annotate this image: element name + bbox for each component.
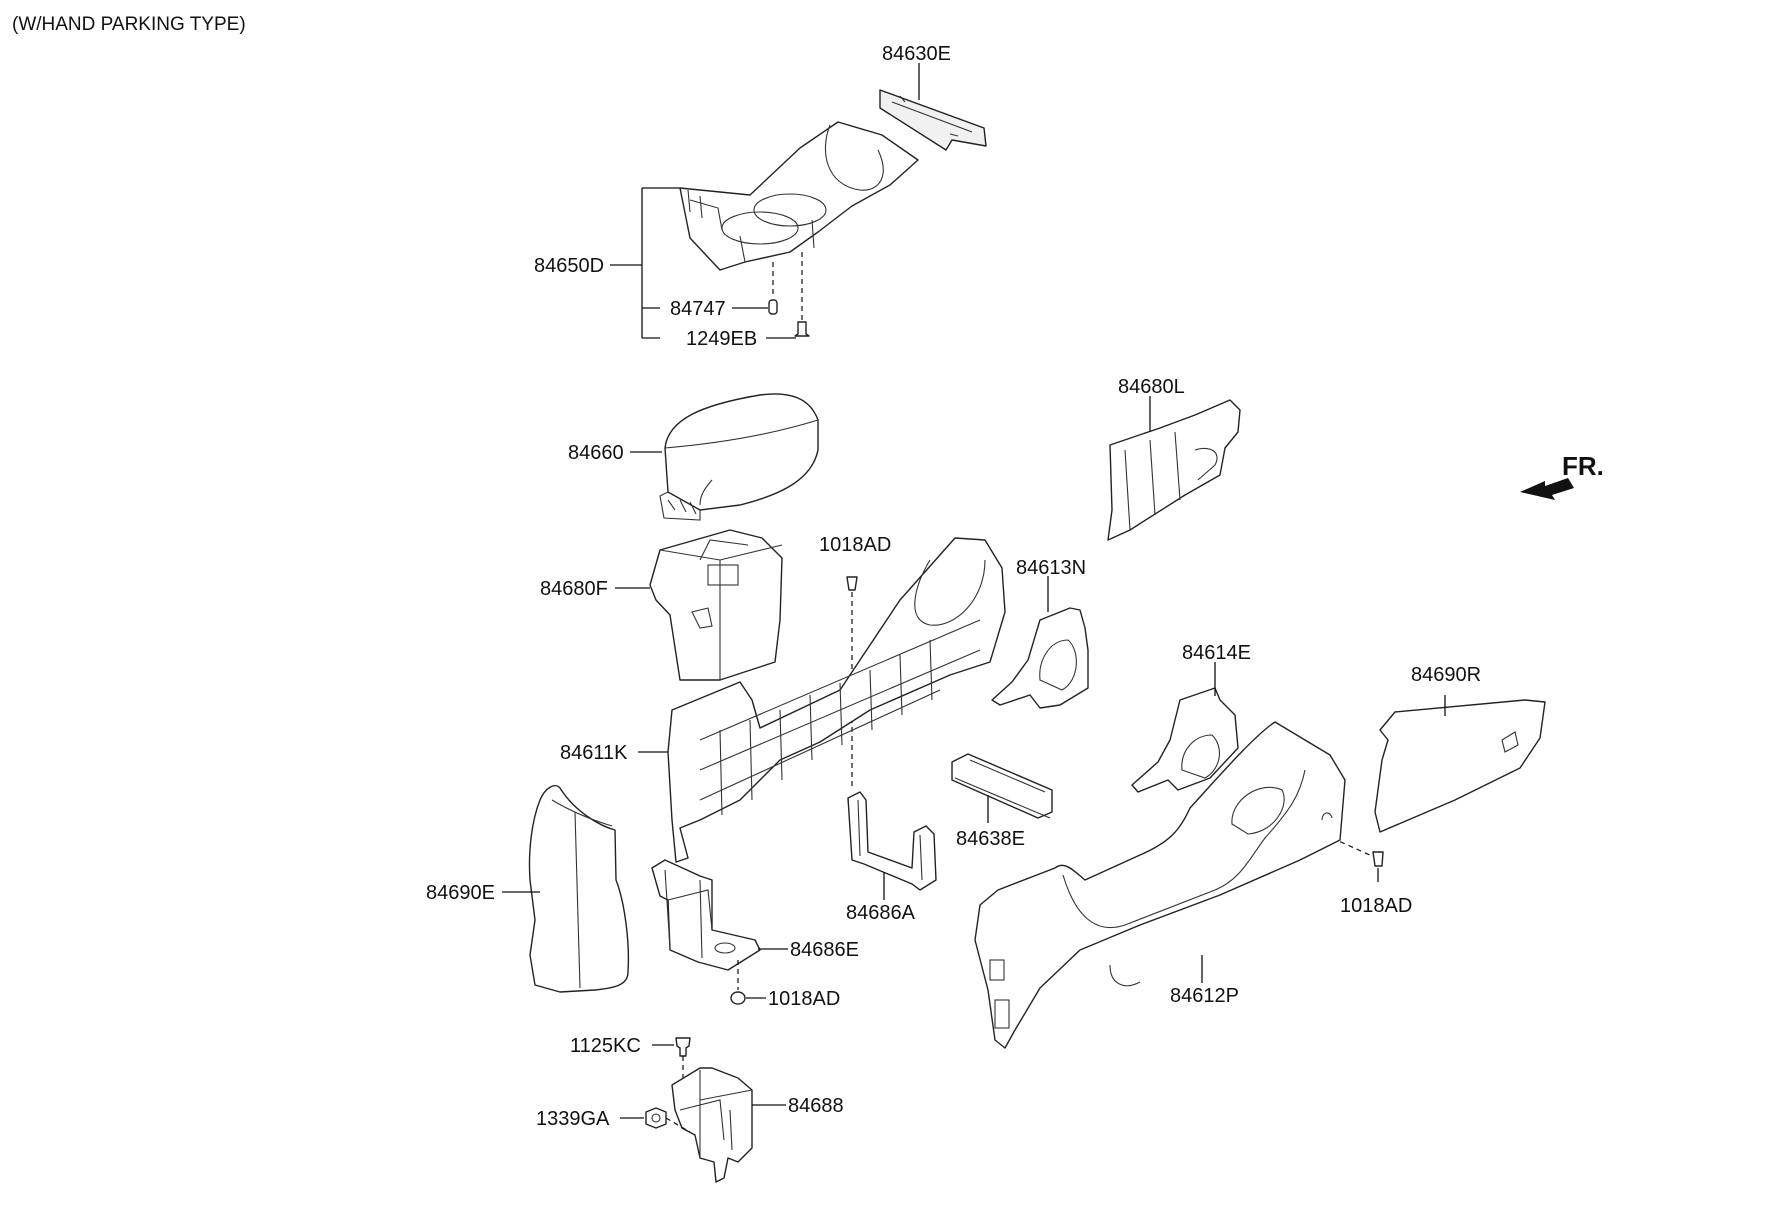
part-1018AD-top[interactable]: 1018AD [819,534,891,790]
part-84638E[interactable]: 84638E [951,753,1053,850]
label-1018AD-bottom: 1018AD [768,988,840,1010]
part-84613N[interactable]: 84613N [991,557,1089,709]
diagram-title: (W/HAND PARKING TYPE) [12,14,246,35]
label-1018AD-right: 1018AD [1340,895,1412,917]
label-84686E: 84686E [790,939,859,961]
part-84686A[interactable]: 84686A [846,791,937,924]
part-84612P[interactable]: 84612P [974,721,1346,1049]
part-1018AD-right[interactable]: 1018AD [1331,837,1412,917]
label-84747: 84747 [670,298,726,320]
part-84690R[interactable]: 84690R [1374,664,1546,833]
label-84688: 84688 [788,1095,844,1117]
label-1018AD-top: 1018AD [819,534,891,556]
label-1249EB: 1249EB [686,328,757,350]
part-84680L[interactable]: 84680L [1107,376,1241,541]
part-84747[interactable]: 84747 [670,262,778,320]
label-84612P: 84612P [1170,985,1239,1007]
part-84686E[interactable]: 84686E [651,859,859,971]
label-84686A: 84686A [846,902,916,924]
label-1125KC: 1125KC [570,1035,641,1057]
part-84690E[interactable]: 84690E [426,784,630,993]
label-84660: 84660 [568,442,624,464]
part-84650D[interactable]: 84650D [534,121,919,339]
label-84630E: 84630E [882,43,951,65]
part-1018AD-bottom[interactable]: 1018AD [730,960,840,1010]
label-84680L: 84680L [1118,376,1185,398]
part-1339GA[interactable]: 1339GA [536,1107,691,1133]
part-84611K[interactable]: 84611K [560,537,1006,863]
label-84690R: 84690R [1411,664,1481,686]
part-1249EB[interactable]: 1249EB [686,252,810,350]
part-1125KC[interactable]: 1125KC [570,1035,691,1098]
label-84690E: 84690E [426,882,495,904]
part-84630E[interactable]: 84630E [879,43,987,151]
label-84638E: 84638E [956,828,1025,850]
front-arrow-icon [1520,478,1574,500]
front-direction-indicator: FR. [1520,451,1604,500]
label-84680F: 84680F [540,578,608,600]
label-84650D: 84650D [534,255,604,277]
label-84611K: 84611K [560,742,628,764]
label-1339GA: 1339GA [536,1108,610,1130]
part-84614E[interactable]: 84614E [1131,642,1251,793]
part-84680F[interactable]: 84680F [540,529,783,681]
front-direction-label: FR. [1562,451,1604,481]
part-84660[interactable]: 84660 [568,393,819,521]
part-84688[interactable]: 84688 [671,1067,844,1183]
label-84614E: 84614E [1182,642,1251,664]
label-84613N: 84613N [1016,557,1086,579]
